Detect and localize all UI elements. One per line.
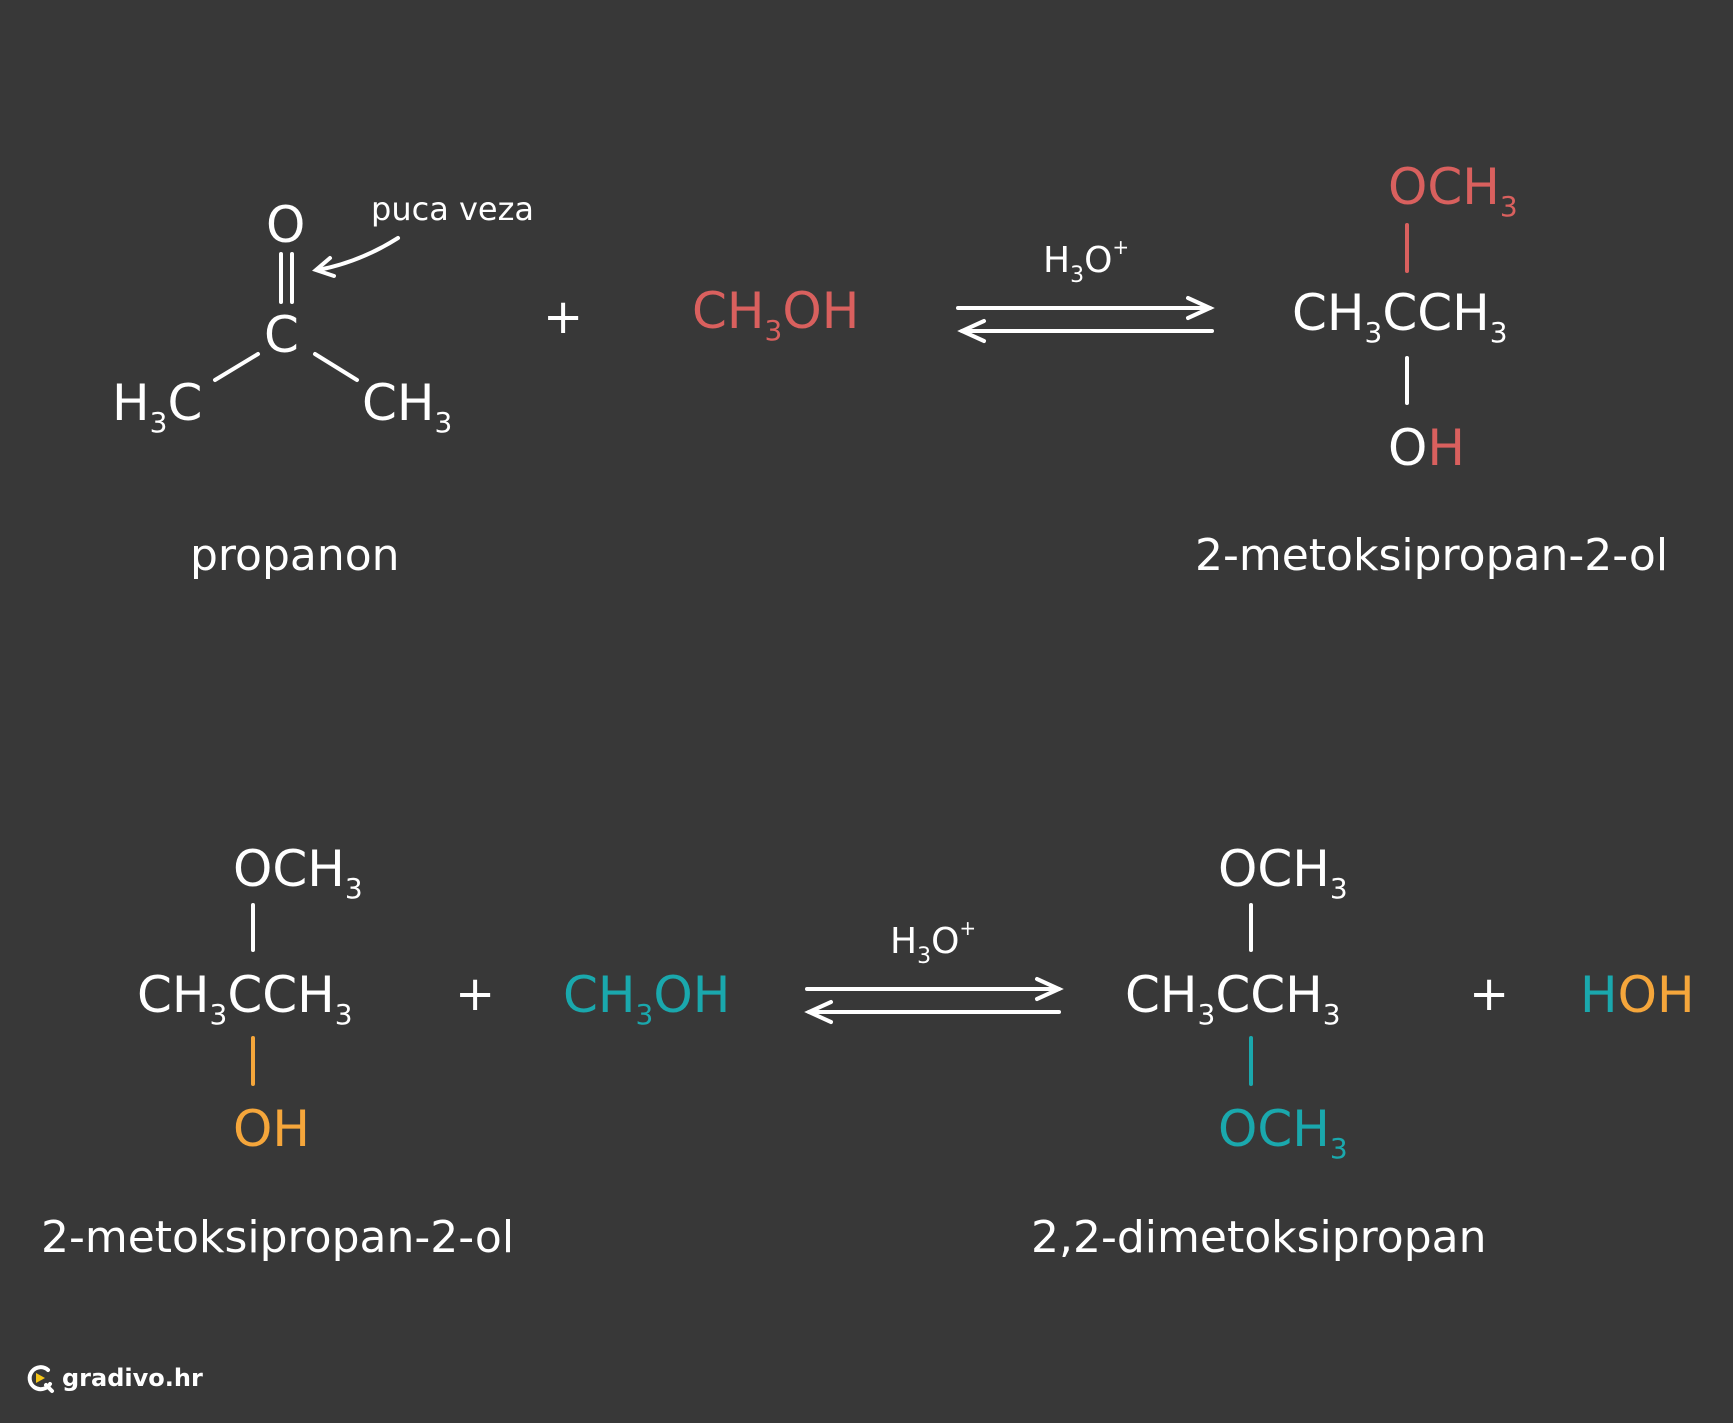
methanol-2: CH3OH <box>563 966 731 1031</box>
reactant2-methoxy: OCH3 <box>233 840 363 905</box>
methyl-right: CH3 <box>362 374 453 439</box>
gradivo-logo-icon <box>27 1365 54 1393</box>
gradivo-logo[interactable]: gradivo.hr <box>24 1362 203 1394</box>
carbonyl-oxygen: O <box>266 196 306 254</box>
forward-arrowhead-1 <box>1186 296 1215 320</box>
annotation-arrow <box>316 236 400 272</box>
product2-chain: CH3CCH3 <box>1125 966 1341 1031</box>
propanon-name: propanon <box>190 530 400 581</box>
methyl-left: H3C <box>112 374 203 439</box>
bond-left <box>213 352 260 382</box>
product2-methoxy-bottom: OCH3 <box>1218 1100 1348 1165</box>
plus-2: + <box>455 966 496 1022</box>
catalyst-1: H3O+ <box>1043 235 1130 288</box>
reverse-arrowhead-1 <box>957 319 986 343</box>
catalyst-2: H3O+ <box>890 916 977 969</box>
reactant2-chain: CH3CCH3 <box>137 966 353 1031</box>
methanol-1: CH3OH <box>692 282 860 347</box>
annotation-label: puca veza <box>371 190 534 228</box>
product2-methoxy-top: OCH3 <box>1218 840 1348 905</box>
product1-hydroxyl: OH <box>1388 419 1465 477</box>
bond-right <box>313 352 359 382</box>
plus-1: + <box>543 289 584 345</box>
reactant2-name: 2-metoksipropan-2-ol <box>41 1212 515 1263</box>
annotation-arrowhead <box>312 256 336 278</box>
plus-3: + <box>1469 966 1510 1022</box>
reverse-arrowhead-2 <box>804 1000 833 1024</box>
carbonyl-carbon: C <box>264 306 299 364</box>
logo-text: gradivo.hr <box>62 1364 203 1392</box>
water: HOH <box>1580 966 1695 1024</box>
product1-chain: CH3CCH3 <box>1292 284 1508 349</box>
product2-name: 2,2-dimetoksipropan <box>1031 1212 1487 1263</box>
product1-methoxy: OCH3 <box>1388 158 1518 223</box>
forward-arrowhead-2 <box>1035 977 1064 1001</box>
reactant2-hydroxyl: OH <box>233 1100 310 1158</box>
product1-name: 2-metoksipropan-2-ol <box>1195 530 1669 581</box>
